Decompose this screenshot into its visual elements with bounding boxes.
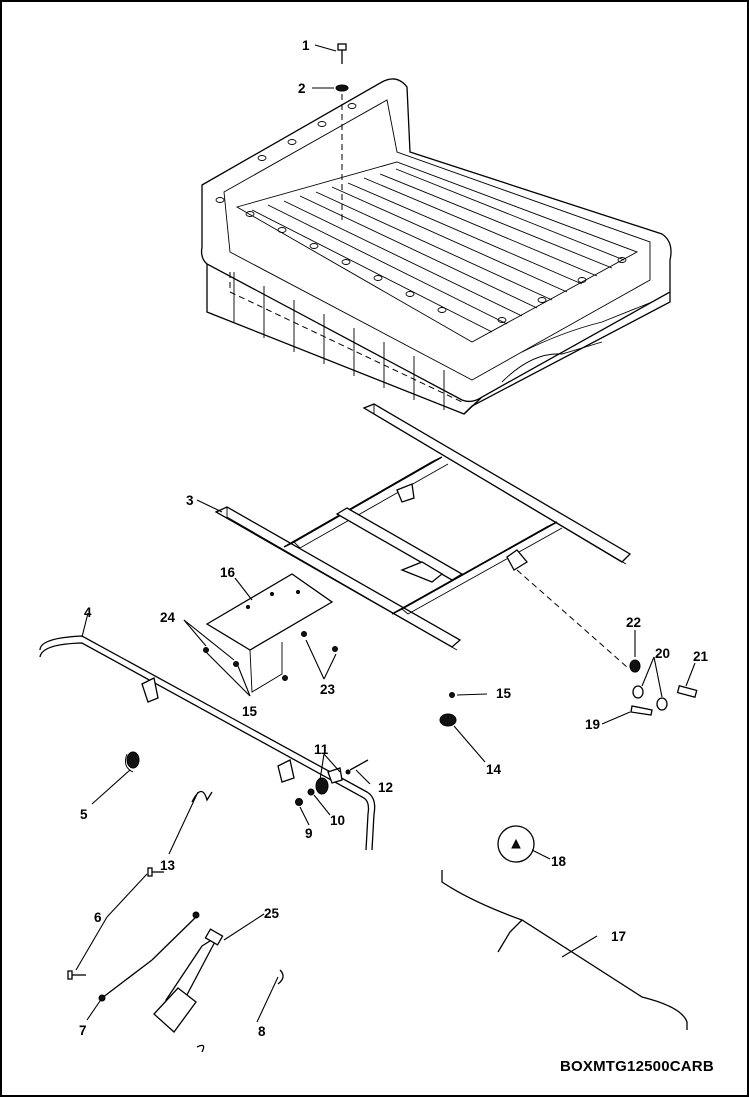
subframe (214, 403, 632, 651)
callout-8: 8 (258, 1024, 266, 1039)
callout-9: 9 (305, 826, 313, 841)
callout-13: 13 (160, 858, 176, 873)
callout-16: 16 (220, 565, 236, 580)
callout-11: 11 (314, 742, 329, 757)
washer (335, 84, 349, 92)
wire-clip (196, 969, 284, 1053)
leader-lines (75, 44, 696, 1023)
callout-24: 24 (160, 610, 176, 625)
callout-25: 25 (264, 906, 280, 921)
bracket-plate (205, 573, 334, 693)
callout-5: 5 (80, 807, 88, 822)
wire-harness (441, 825, 688, 1030)
actuator (153, 928, 224, 1033)
callout-20: 20 (655, 646, 670, 661)
callout-2: 2 (298, 81, 306, 96)
spring (125, 751, 140, 773)
small-screws (203, 631, 338, 681)
pivot-hardware (629, 659, 698, 716)
callout-19: 19 (585, 717, 600, 732)
cargo-box (200, 78, 672, 415)
callout-21: 21 (693, 649, 709, 664)
callout-15-top: 15 (496, 686, 512, 701)
callout-23: 23 (320, 682, 336, 697)
callout-1: 1 (302, 38, 310, 53)
callout-3: 3 (186, 493, 194, 508)
callout-12: 12 (378, 780, 393, 795)
callout-4: 4 (84, 605, 92, 620)
bumper (439, 692, 457, 727)
callout-18: 18 (551, 854, 567, 869)
figure-code: BOXMTG12500CARB (560, 1058, 714, 1075)
callout-17: 17 (611, 929, 626, 944)
callout-22: 22 (626, 615, 641, 630)
latch-hardware (295, 759, 369, 806)
callout-labels: 1 2 3 4 5 6 7 8 9 10 11 12 13 14 15 15 1… (79, 38, 709, 1039)
gas-strut (98, 911, 200, 1002)
callout-10: 10 (330, 813, 345, 828)
torsion-spring (191, 790, 213, 803)
callout-14: 14 (486, 762, 502, 777)
bolt (337, 43, 347, 64)
callout-6: 6 (94, 910, 102, 925)
latch-rod (39, 635, 376, 851)
pins (67, 867, 164, 980)
callout-15-bottom: 15 (242, 704, 258, 719)
callout-7: 7 (79, 1023, 87, 1038)
